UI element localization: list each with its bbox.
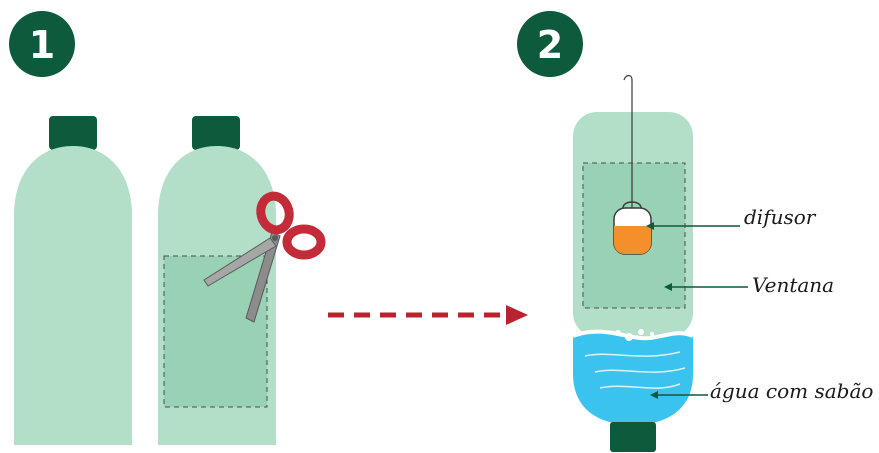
label-soapy-water: água com sabão xyxy=(710,379,873,403)
bottle-cap xyxy=(49,116,97,150)
bottle-cap xyxy=(610,422,656,452)
step-1-number: 1 xyxy=(29,23,55,67)
bubbles xyxy=(615,329,654,341)
step-2-number: 2 xyxy=(537,23,563,67)
bottle-body xyxy=(14,146,132,445)
soapy-water xyxy=(573,331,693,425)
label-diffuser: difusor xyxy=(744,205,817,229)
inverted-bottle xyxy=(572,112,694,452)
scissors-icon xyxy=(203,191,326,323)
air-tube xyxy=(623,74,633,210)
bottle-cap xyxy=(192,116,240,150)
label-pointers xyxy=(646,222,748,399)
bottle-being-cut xyxy=(158,116,276,445)
step-2-badge: 2 xyxy=(517,11,583,77)
diffuser-stone xyxy=(613,201,652,255)
step-1-badge: 1 xyxy=(9,11,75,77)
dashed-arrow-right-icon xyxy=(328,305,528,325)
bottle-plain xyxy=(14,116,132,445)
label-window: Ventana xyxy=(752,273,834,297)
